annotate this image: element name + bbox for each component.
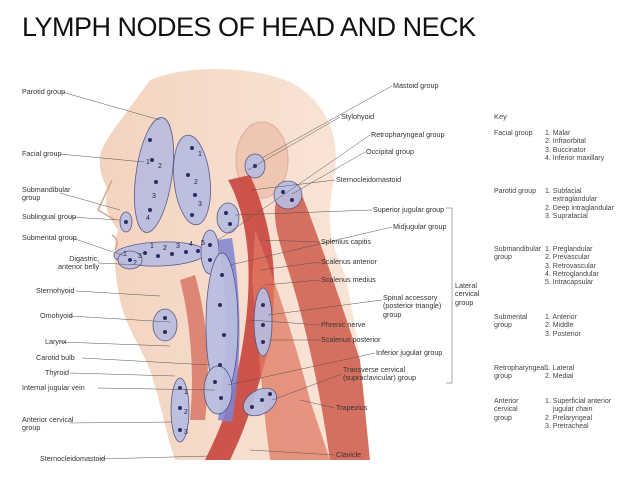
prelaryngeal-node-group	[152, 308, 178, 342]
key-group-facial: Facial group	[494, 130, 533, 137]
label-transverse-cervical-group: Transverse cervical (supraclavicular) gr…	[343, 365, 417, 383]
label-omohyoid: Omohyoid	[40, 311, 73, 320]
label-retropharyngeal-group: Retropharyngeal group	[371, 130, 445, 139]
key-items-retropharyngeal: 1. Lateral 2. Medial	[545, 365, 575, 381]
label-scalenus-posterior: Scalenus posterior	[321, 335, 381, 344]
parotid-node-group	[173, 134, 211, 226]
node-number: 4	[189, 241, 193, 248]
key-items-submental: 1. Anterior 2. Middle 3. Posterior	[545, 314, 581, 338]
node-number: 5	[201, 240, 205, 247]
node-number: 1	[198, 151, 202, 158]
node-number: 3	[184, 429, 188, 436]
label-digastric: Digastric, anterior belly	[58, 254, 100, 272]
label-submental-group: Submental group	[22, 233, 77, 242]
key-items-anterior-cervical: 1. Superficial anterior jugular chain 2.…	[545, 398, 612, 430]
label-thyroid: Thyroid	[45, 368, 69, 377]
label-midjugular-group: Midjugular group	[393, 222, 447, 231]
node-number: 4	[146, 215, 150, 222]
node-number: 2	[194, 179, 198, 186]
node-number: 2	[163, 245, 167, 252]
key-group-retropharyngeal: Retropharyngeal group	[494, 365, 546, 381]
anatomy-illustration: 1 2 3 4 1 2 3 1 2 3 4 5 1 2 3 1 2 3	[59, 68, 453, 460]
label-stylohyoid: Stylohyoid	[341, 112, 375, 121]
node-number: 2	[184, 409, 188, 416]
key-group-parotid: Parotid group	[494, 188, 537, 195]
key-items-submandibular: 1. Preglandular 2. Prevascular 3. Retrov…	[545, 246, 599, 287]
label-sternocleidomastoid-left: Sternocleidomastoid	[40, 454, 106, 463]
label-lateral-cervical-group: Lateral cervical group	[455, 281, 480, 307]
label-mastoid-group: Mastoid group	[393, 81, 439, 90]
node-number: 3	[152, 193, 156, 200]
facial-node-group	[134, 117, 174, 233]
node-number: 1	[146, 159, 150, 166]
key-items-facial: 1. Malar 2. Infraorbital 3. Buccinator 4…	[545, 130, 605, 162]
node-number: 1	[184, 389, 188, 396]
infrahyoid-muscles	[180, 275, 208, 420]
node-number: 3	[198, 201, 202, 208]
node-number: 1	[123, 251, 127, 258]
nose	[97, 179, 116, 221]
node-number: 1	[150, 243, 154, 250]
label-facial-group: Facial group	[22, 149, 62, 158]
node-number: 2	[158, 163, 162, 170]
page-title: LYMPH NODES OF HEAD AND NECK	[22, 12, 476, 42]
label-sublingual-group: Sublingual group	[22, 212, 76, 221]
label-scalenus-medius: Scalenus medius	[321, 275, 376, 284]
lips	[111, 234, 118, 251]
label-carotid-bulb: Carotid bulb	[36, 353, 75, 362]
key-group-anterior-cervical: Anterior cervical group	[494, 398, 519, 422]
label-phrenic-nerve: Phrenic nerve	[321, 320, 366, 329]
key-title: Key	[494, 112, 507, 121]
node-number: 3	[138, 253, 142, 260]
spinal-accessory-node-group	[253, 287, 273, 357]
superior-jugular-node-group	[216, 202, 240, 234]
label-occipital-group: Occipital group	[366, 147, 414, 156]
label-clavicle: Clavicle	[336, 450, 362, 459]
label-anterior-cervical-group: Anterior cervical group	[22, 415, 74, 433]
label-larynx: Larynx	[45, 337, 67, 346]
node-number: 3	[176, 243, 180, 250]
label-scalenus-anterior: Scalenus anterior	[321, 257, 377, 266]
label-inferior-jugular-group: Inferior jugular group	[376, 348, 443, 357]
node-number: 2	[133, 260, 137, 267]
label-splenius-capitis: Splenius capitis	[321, 237, 371, 246]
key-group-submandibular: Submandibular group	[494, 246, 542, 262]
label-submandibular-group: Submandibular group	[22, 185, 71, 203]
label-internal-jugular-vein: Internal jugular vein	[22, 383, 85, 392]
label-spinal-accessory-group: Spinal accessory (posterior triangle) gr…	[383, 293, 442, 319]
label-sternohyoid: Sternohyoid	[36, 286, 75, 295]
label-sternocleidomastoid-right: Sternocleidomastoid	[336, 175, 402, 184]
key-items-parotid: 1. Subfacial extraglandular 2. Deep intr…	[545, 188, 614, 220]
key-group-submental: Submental group	[494, 314, 528, 330]
trapezius-muscle	[274, 190, 370, 460]
label-parotid-group: Parotid group	[22, 87, 66, 96]
label-trapezius: Trapezius	[336, 403, 368, 412]
occipital-node-group	[273, 180, 303, 210]
label-superior-jugular-group: Superior jugular group	[373, 205, 445, 214]
